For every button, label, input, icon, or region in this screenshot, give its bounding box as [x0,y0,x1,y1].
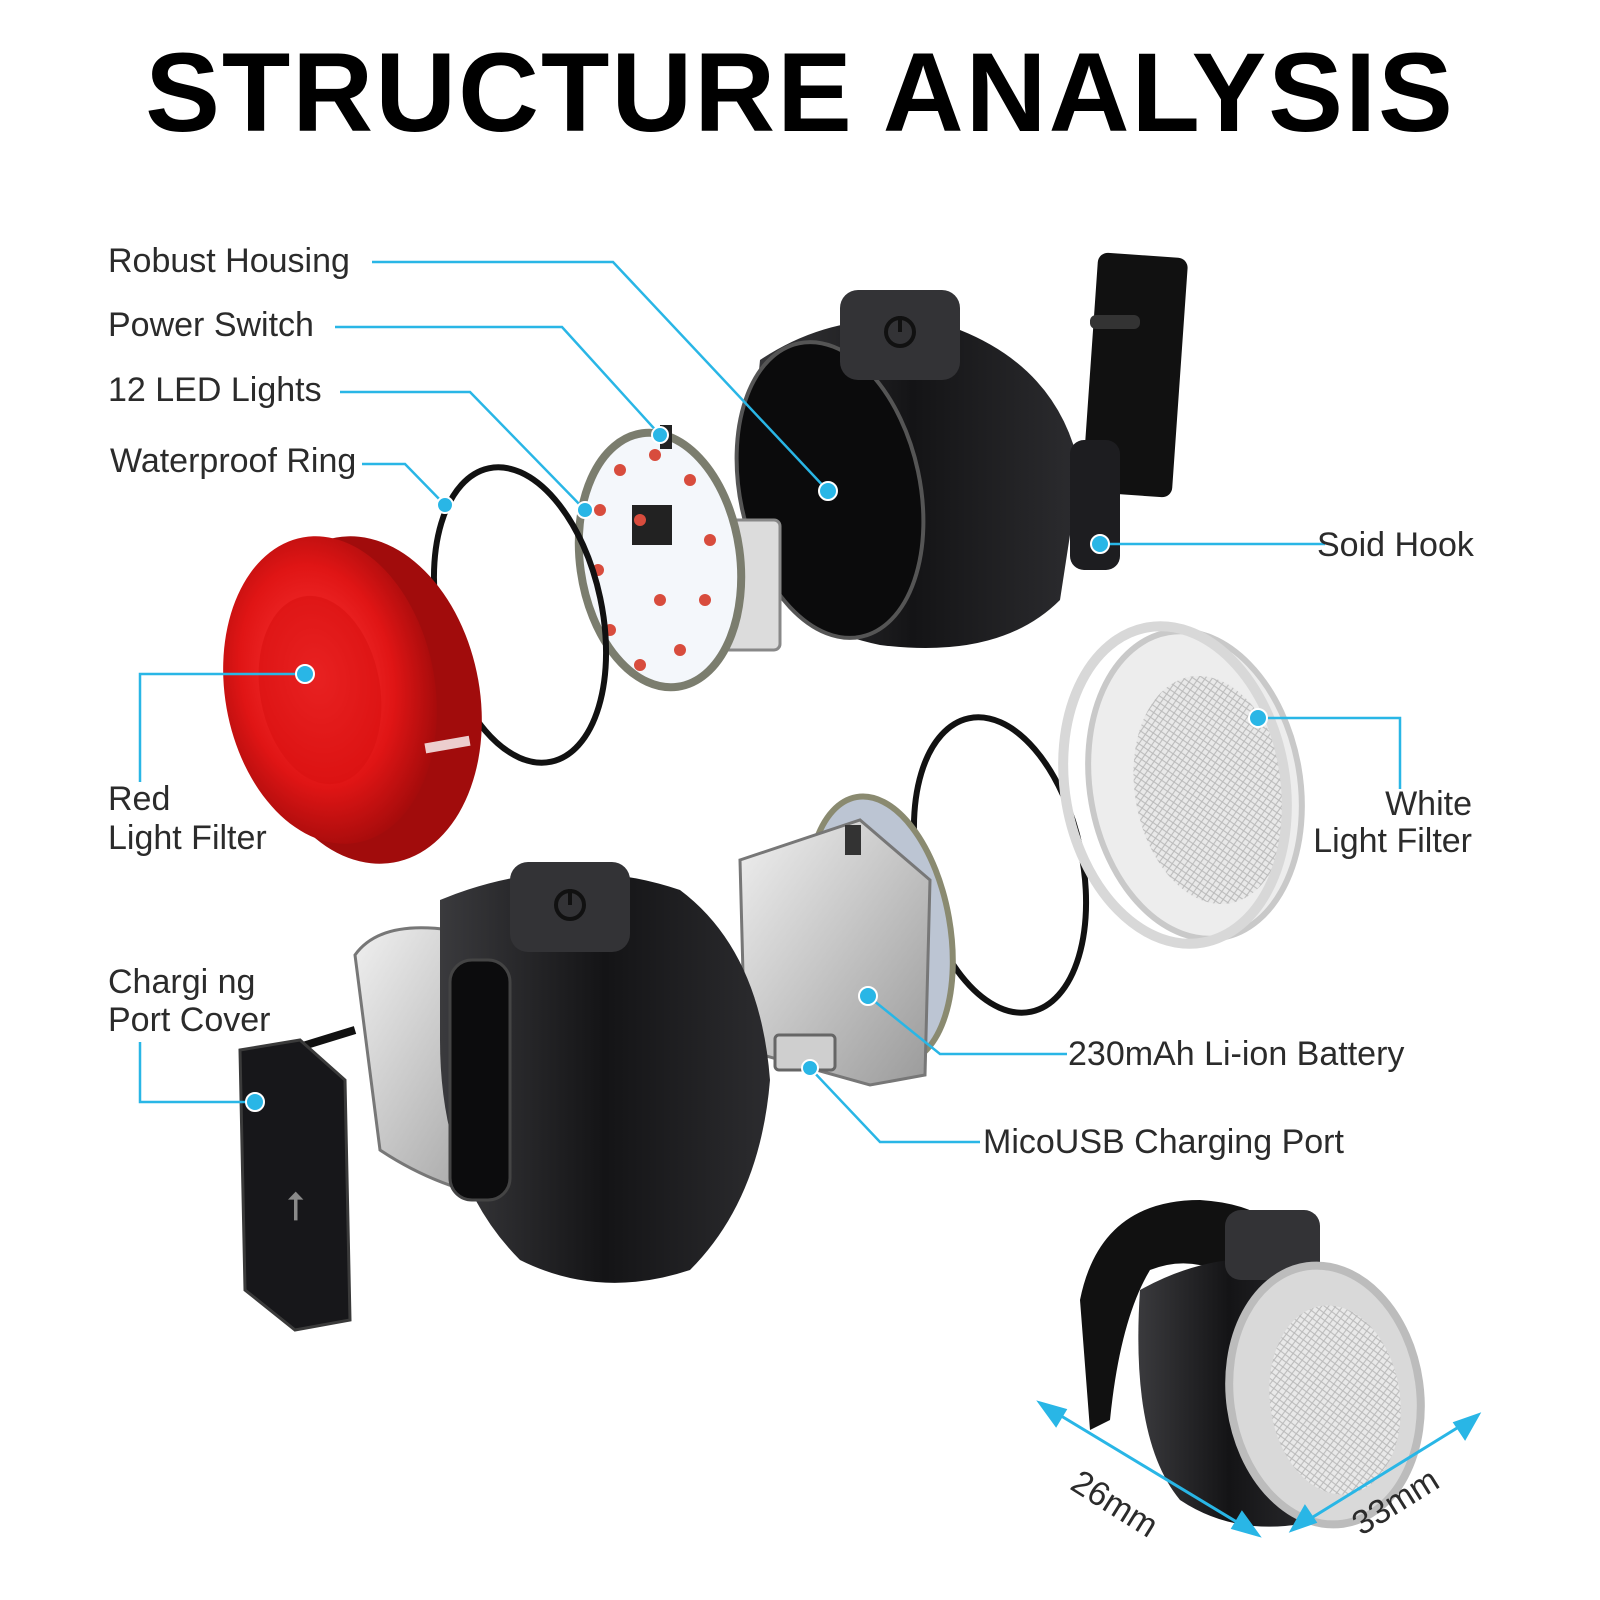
white-light-filter [1058,621,1305,949]
power-button-icon [1225,1210,1320,1280]
label-battery: 230mAh Li-ion Battery [1068,1035,1405,1073]
label-solid-hook: Soid Hook [1317,526,1474,564]
label-charging-cover-line1: Chargi ng [108,963,256,1001]
upper-housing [734,252,1188,648]
assembled-light [1080,1200,1425,1529]
label-charging-cover-line2: Port Cover [108,1001,271,1039]
page-title: STRUCTURE ANALYSIS [145,30,1455,155]
callout-dots [245,426,1268,1112]
label-power-switch: Power Switch [108,306,314,344]
callout-lines [138,260,1402,1144]
red-light-filter [223,536,482,864]
lower-housing [353,862,770,1283]
label-white-filter-line2: Light Filter [1313,822,1472,860]
label-led-lights: 12 LED Lights [108,371,322,409]
label-robust-housing: Robust Housing [108,242,350,280]
battery [738,793,956,1087]
usb-symbol-icon: ⭠ [275,1190,321,1222]
label-white-filter-line1: White [1385,785,1472,823]
led-board [574,425,782,692]
label-red-filter-line1: Red [108,780,171,818]
power-button-icon [510,862,630,952]
dimension-arrows [1036,1400,1482,1538]
label-usb-port: MicoUSB Charging Port [983,1123,1344,1161]
power-button-icon [840,290,960,380]
label-red-filter-line2: Light Filter [108,819,267,857]
label-waterproof-ring: Waterproof Ring [110,442,357,480]
charging-port-cover: ⭠ [238,1026,357,1332]
